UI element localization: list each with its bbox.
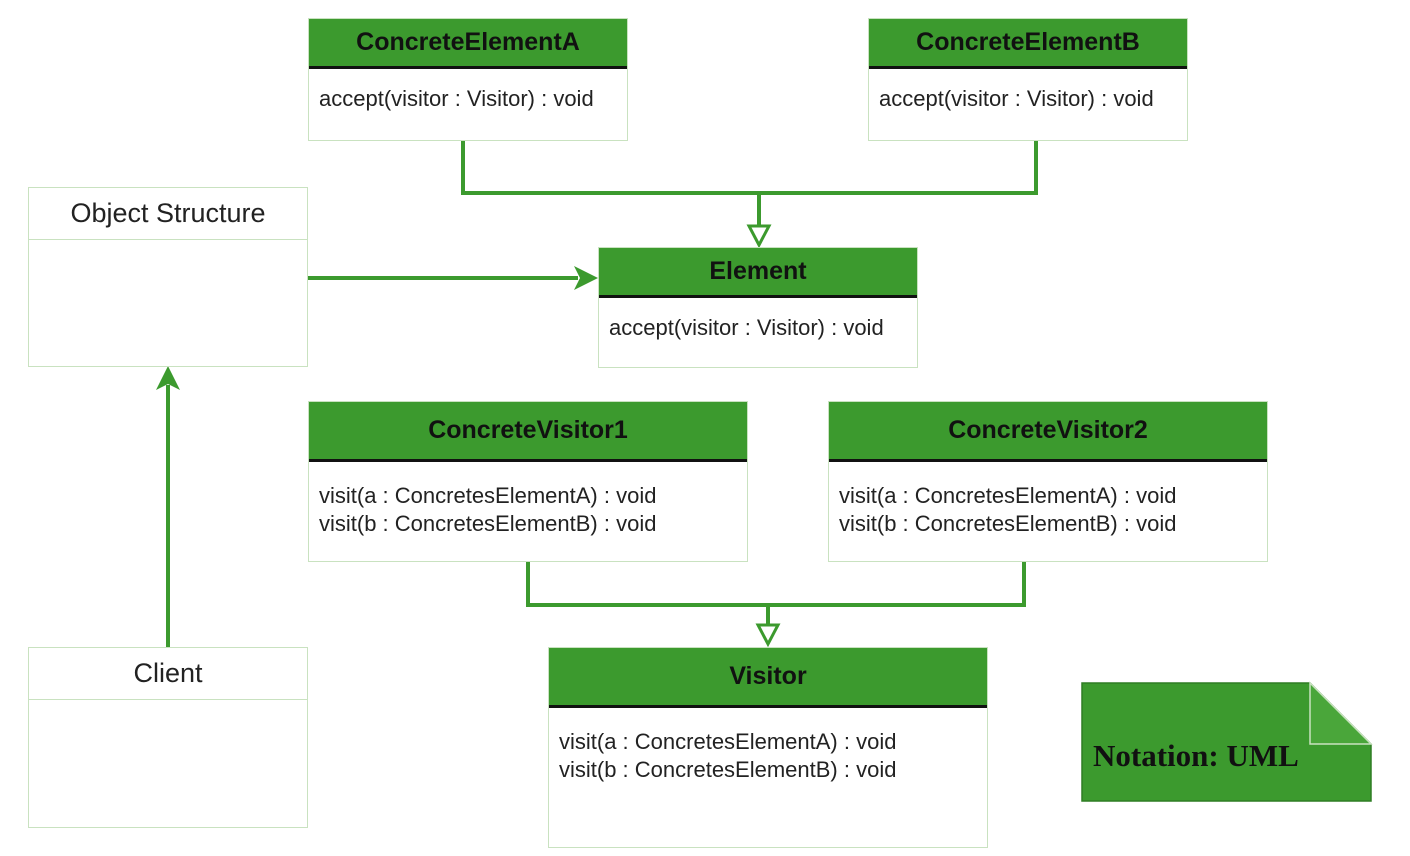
- operation: accept(visitor : Visitor) : void: [609, 315, 884, 340]
- class-concrete-element-b-name: ConcreteElementB: [869, 19, 1187, 69]
- operation: visit(a : ConcretesElementA) : void: [319, 483, 657, 508]
- operation: visit(b : ConcretesElementB) : void: [839, 511, 1177, 536]
- class-element: Element accept(visitor : Visitor) : void: [598, 247, 918, 368]
- class-concrete-element-a: ConcreteElementA accept(visitor : Visito…: [308, 18, 628, 141]
- object-structure-name: Object Structure: [29, 188, 307, 240]
- generalization-visitor-1-line: [526, 562, 768, 607]
- class-visitor-operations: visit(a : ConcretesElementA) : void visi…: [549, 708, 987, 784]
- association-client-objstruct-arrowhead: [156, 366, 180, 390]
- class-concrete-element-b: ConcreteElementB accept(visitor : Visito…: [868, 18, 1188, 141]
- client-box: Client: [28, 647, 308, 828]
- class-concrete-visitor-2-operations: visit(a : ConcretesElementA) : void visi…: [829, 462, 1267, 538]
- generalization-visitor-arrowhead: [755, 623, 781, 648]
- generalization-element-arrowhead: [746, 224, 772, 249]
- operation: accept(visitor : Visitor) : void: [319, 86, 594, 111]
- class-visitor: Visitor visit(a : ConcretesElementA) : v…: [548, 647, 988, 848]
- class-concrete-visitor-2: ConcreteVisitor2 visit(a : ConcretesElem…: [828, 401, 1268, 562]
- object-structure-box: Object Structure: [28, 187, 308, 367]
- generalization-element-a-line: [461, 141, 759, 195]
- generalization-element-b-line: [759, 141, 1038, 195]
- operation: visit(a : ConcretesElementA) : void: [839, 483, 1177, 508]
- association-objstruct-element-arrowhead: [574, 266, 598, 290]
- note-fold: [1309, 681, 1373, 745]
- class-concrete-element-a-name: ConcreteElementA: [309, 19, 627, 69]
- generalization-visitor-2-line: [768, 562, 1026, 607]
- operation: visit(b : ConcretesElementB) : void: [559, 757, 897, 782]
- note-shape: [1081, 682, 1372, 802]
- class-concrete-element-b-operations: accept(visitor : Visitor) : void: [869, 69, 1187, 113]
- client-name: Client: [29, 648, 307, 700]
- class-concrete-visitor-1-operations: visit(a : ConcretesElementA) : void visi…: [309, 462, 747, 538]
- class-concrete-visitor-1: ConcreteVisitor1 visit(a : ConcretesElem…: [308, 401, 748, 562]
- class-concrete-element-a-operations: accept(visitor : Visitor) : void: [309, 69, 627, 113]
- class-element-operations: accept(visitor : Visitor) : void: [599, 298, 917, 342]
- operation: visit(b : ConcretesElementB) : void: [319, 511, 657, 536]
- class-concrete-visitor-2-name: ConcreteVisitor2: [829, 402, 1267, 462]
- class-concrete-visitor-1-name: ConcreteVisitor1: [309, 402, 747, 462]
- operation: accept(visitor : Visitor) : void: [879, 86, 1154, 111]
- class-visitor-name: Visitor: [549, 648, 987, 708]
- class-element-name: Element: [599, 248, 917, 298]
- notation-note-text: Notation: UML: [1093, 738, 1299, 773]
- operation: visit(a : ConcretesElementA) : void: [559, 729, 897, 754]
